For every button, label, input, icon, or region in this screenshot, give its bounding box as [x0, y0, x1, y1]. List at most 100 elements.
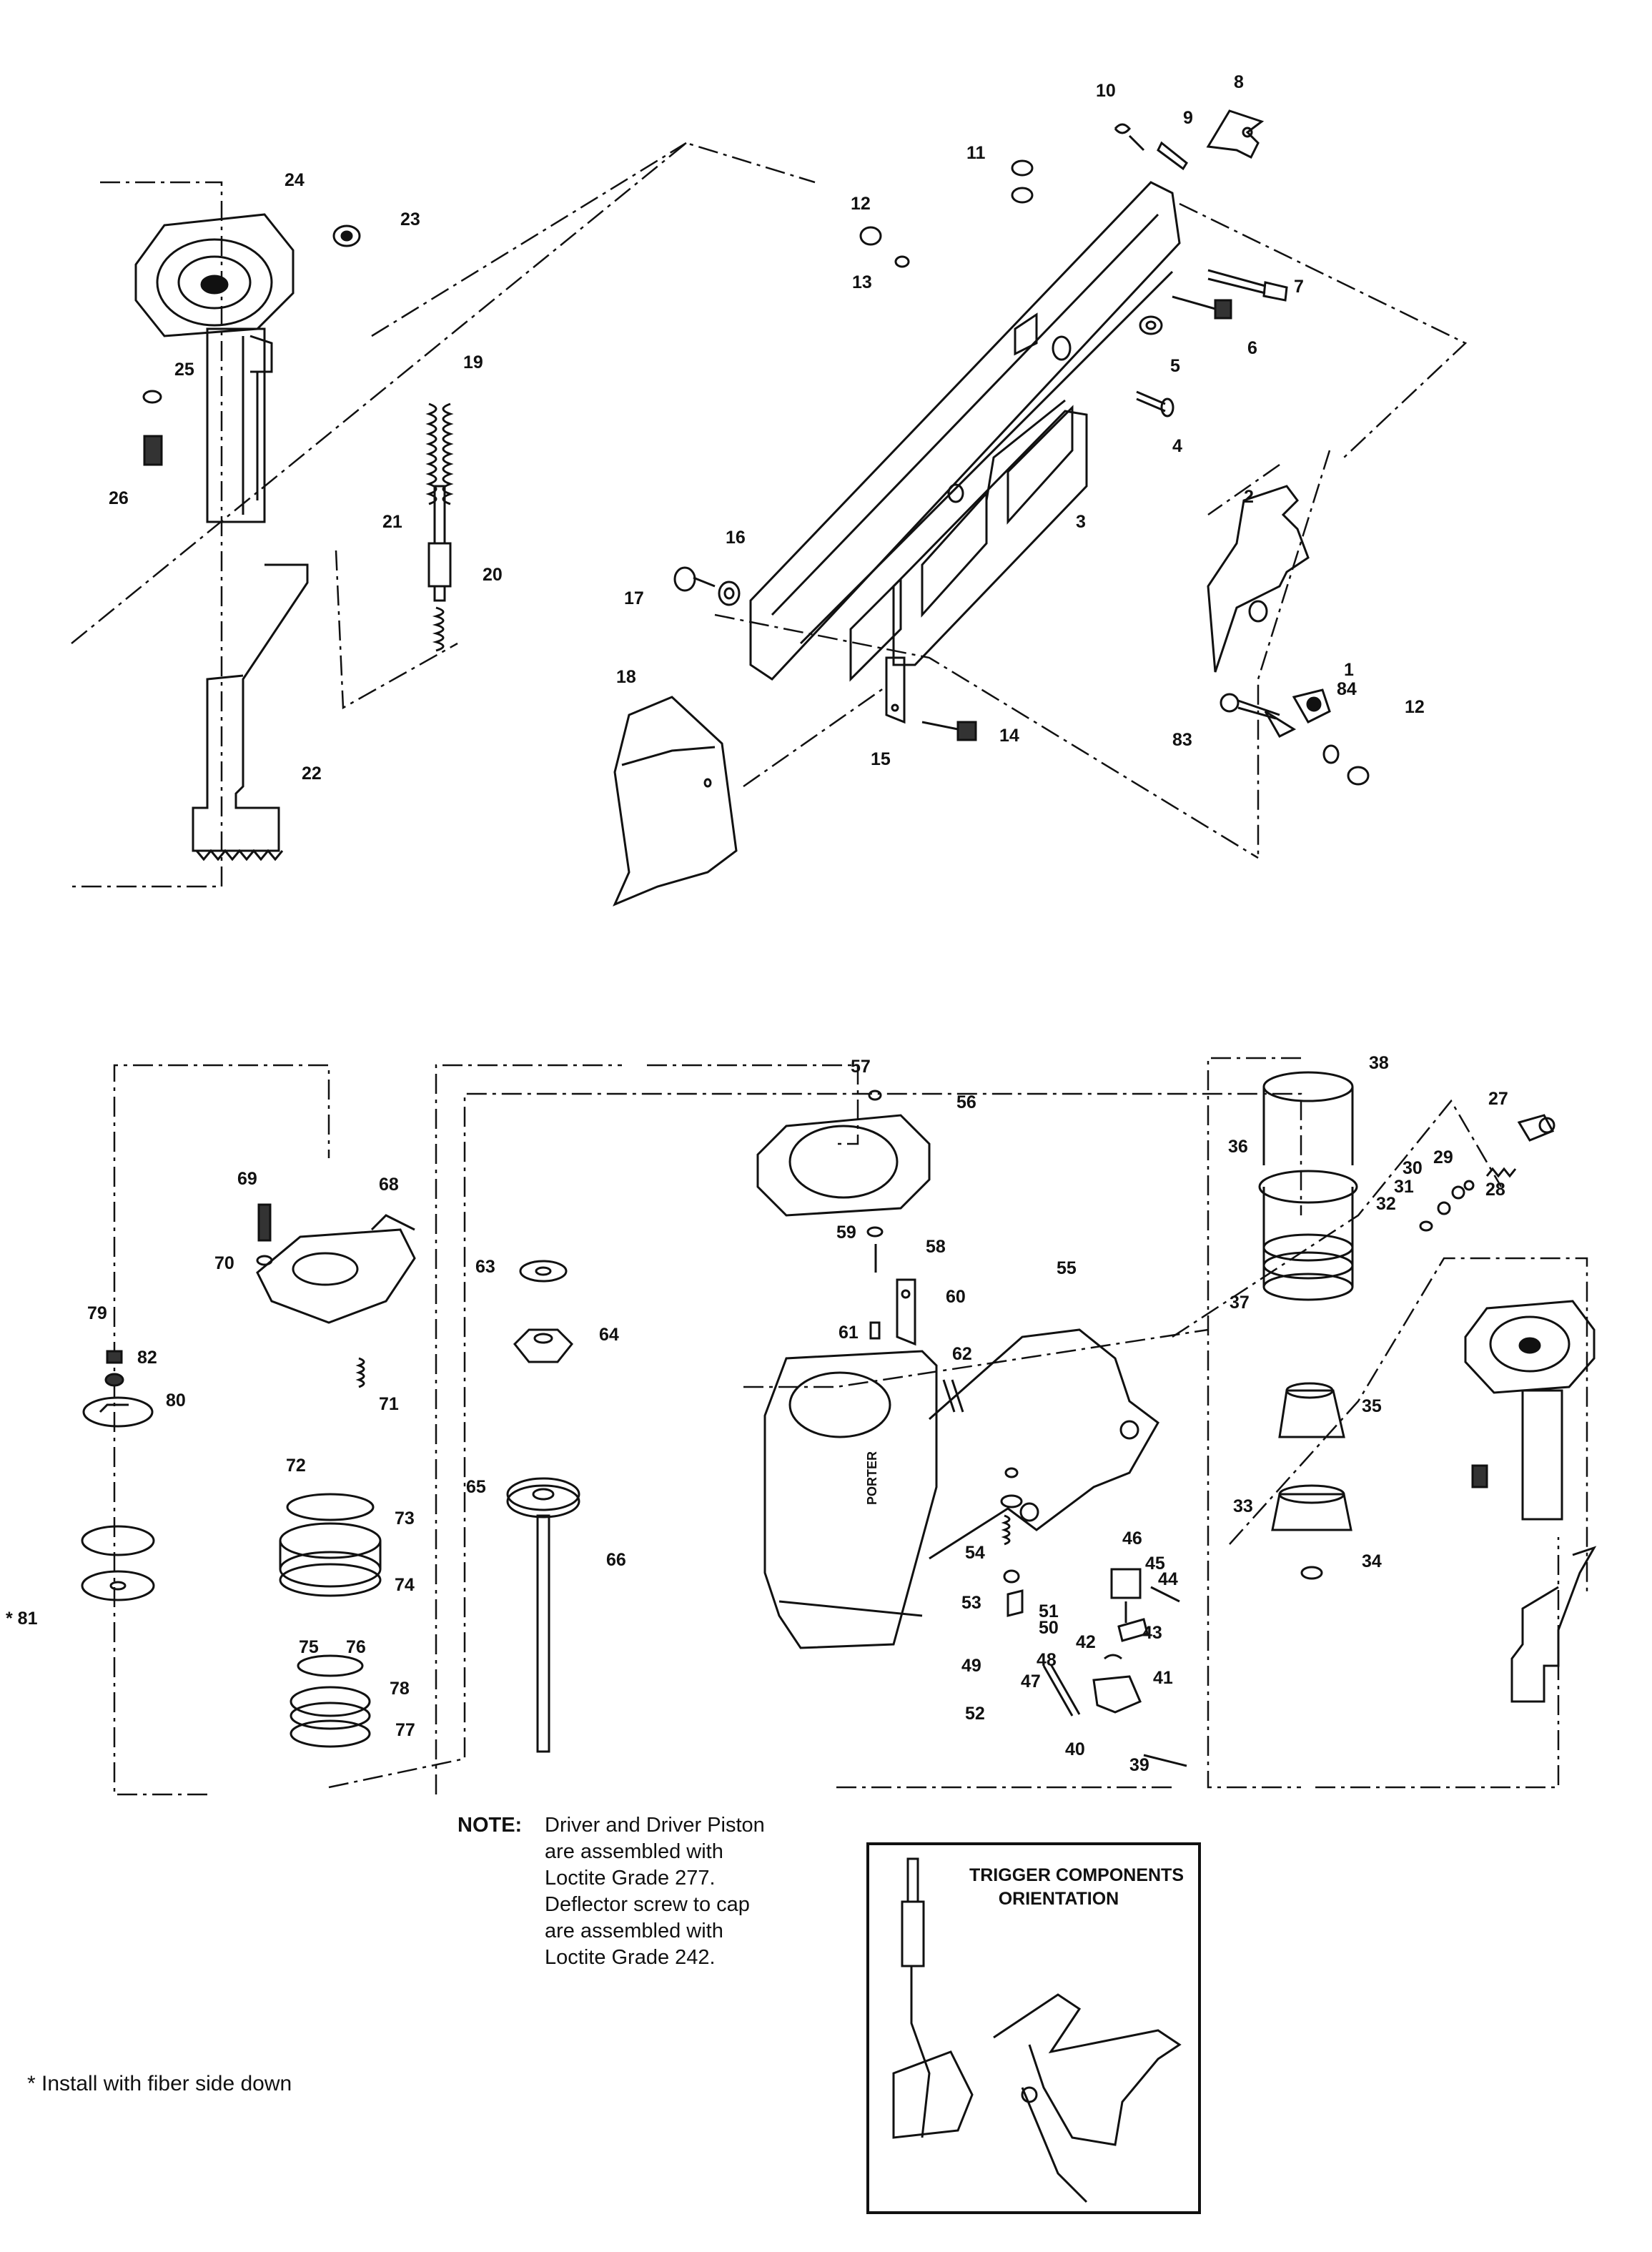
note-line-5: are assembled with: [545, 1920, 723, 1942]
part-label-35: 35: [1362, 1396, 1382, 1416]
part-label-50: 50: [1039, 1618, 1059, 1638]
washer-part-29: [1463, 1180, 1475, 1191]
washer-part-30: [1451, 1185, 1465, 1200]
note-line-6: Loctite Grade 242.: [545, 1946, 716, 1969]
part-label-68: 68: [379, 1175, 399, 1195]
part-label-60: 60: [946, 1287, 966, 1307]
note-line-3: Loctite Grade 277.: [545, 1867, 716, 1890]
washer-part-34: [1300, 1566, 1323, 1580]
valve-housing-part-24: [134, 213, 295, 523]
o-ring-part-78: [290, 1702, 371, 1730]
part-label-65: 65: [466, 1477, 486, 1497]
contact-trip-part-22: [192, 563, 309, 861]
part-label-12-bottom: 12: [1405, 697, 1425, 717]
part-label-43: 43: [1142, 1623, 1162, 1643]
part-label-38: 38: [1369, 1053, 1389, 1073]
tool-nameplate: PORTER: [865, 1451, 879, 1505]
nut-part-11: [1011, 159, 1034, 204]
top-assembly-guide-lines: [71, 142, 1468, 888]
part-label-75: 75: [299, 1637, 319, 1657]
part-label-69: 69: [237, 1169, 257, 1189]
spring-part-19: [425, 403, 454, 505]
washer-part-31: [1437, 1201, 1451, 1215]
pin-part-21: [427, 485, 452, 602]
part-label-46: 46: [1122, 1529, 1142, 1549]
nut-part-23: [332, 224, 361, 247]
part-label-52: 52: [965, 1704, 985, 1724]
part-label-4: 4: [1172, 436, 1182, 456]
pin-part-62: [942, 1379, 964, 1413]
pin-part-57: [868, 1090, 882, 1101]
part-label-22: 22: [302, 764, 322, 784]
cylinder-part-38: [1262, 1071, 1354, 1165]
part-label-40: 40: [1065, 1739, 1085, 1759]
screw-part-14: [921, 721, 977, 741]
part-label-29: 29: [1433, 1147, 1453, 1167]
part-label-24: 24: [285, 170, 305, 190]
spring-part-28: [1485, 1167, 1517, 1178]
part-label-7: 7: [1294, 277, 1304, 297]
part-label-32: 32: [1376, 1194, 1396, 1214]
part-label-62: 62: [952, 1344, 972, 1364]
part-label-45: 45: [1145, 1554, 1165, 1574]
part-label-37: 37: [1230, 1293, 1250, 1313]
part-label-58: 58: [926, 1237, 946, 1257]
part-label-26: 26: [109, 488, 129, 508]
part-label-17: 17: [624, 588, 644, 608]
trigger-valve-parts-39-54: [1000, 1467, 1187, 1767]
clip-part-10: [1114, 123, 1145, 152]
trigger-orientation-sketch: [892, 1857, 1182, 2203]
trigger-components-inset: TRIGGER COMPONENTS ORIENTATION: [866, 1842, 1201, 2214]
washer-part-70: [256, 1255, 273, 1266]
part-label-15: 15: [871, 749, 891, 769]
part-label-47: 47: [1021, 1671, 1041, 1692]
part-label-39: 39: [1129, 1755, 1149, 1775]
o-ring-part-74: [279, 1563, 382, 1597]
footnote: * Install with fiber side down: [27, 2072, 292, 2095]
screw-part-79: [106, 1350, 123, 1364]
part-label-41: 41: [1153, 1668, 1173, 1688]
part-label-48: 48: [1037, 1650, 1057, 1670]
part-label-21: 21: [382, 512, 402, 532]
inset-title: TRIGGER COMPONENTS ORIENTATION: [869, 1864, 1198, 1911]
note-line-1: Driver and Driver Piston: [545, 1814, 765, 1837]
part-label-72: 72: [286, 1456, 306, 1476]
part-label-44: 44: [1158, 1569, 1178, 1589]
part-label-18: 18: [616, 667, 636, 687]
sleeve-part-73: [279, 1522, 382, 1588]
part-label-13: 13: [852, 272, 872, 292]
part-label-20: 20: [483, 565, 503, 585]
note-heading: NOTE:: [457, 1814, 523, 1837]
screw-part-26: [143, 435, 163, 466]
screw-part-4: [1136, 390, 1174, 418]
part-label-49: 49: [961, 1656, 981, 1676]
piston-part-65: [506, 1477, 580, 1518]
note-line-4: Deflector screw to cap: [545, 1893, 750, 1916]
part-label-71: 71: [379, 1394, 399, 1414]
bumper-part-33: [1271, 1484, 1352, 1531]
part-label-55: 55: [1057, 1258, 1077, 1278]
pin-part-61: [869, 1321, 881, 1340]
block-part-1: [1292, 688, 1331, 723]
washer-part-63: [519, 1260, 568, 1283]
part-label-16: 16: [726, 528, 746, 548]
part-label-19: 19: [463, 352, 483, 372]
part-label-3: 3: [1076, 512, 1086, 532]
part-label-11: 11: [966, 143, 986, 163]
part-label-53: 53: [961, 1593, 981, 1613]
part-label-74: 74: [395, 1575, 415, 1595]
part-label-70: 70: [214, 1253, 234, 1273]
o-ring-part-77: [290, 1719, 371, 1748]
part-label-28: 28: [1485, 1180, 1505, 1200]
bottom-assembly-guide-lines: [113, 1057, 1588, 1796]
nut-part-12-bottom: [1347, 766, 1370, 786]
inset-title-line-2: ORIENTATION: [998, 1889, 1119, 1909]
washer-part-81: [81, 1525, 155, 1601]
part-label-34: 34: [1362, 1551, 1382, 1571]
o-ring-part-36: [1258, 1170, 1358, 1204]
part-label-1: 1: [1344, 660, 1354, 680]
deflector-part-80: [82, 1396, 154, 1428]
part-label-8: 8: [1234, 72, 1244, 92]
washer-part-82: [104, 1373, 124, 1387]
